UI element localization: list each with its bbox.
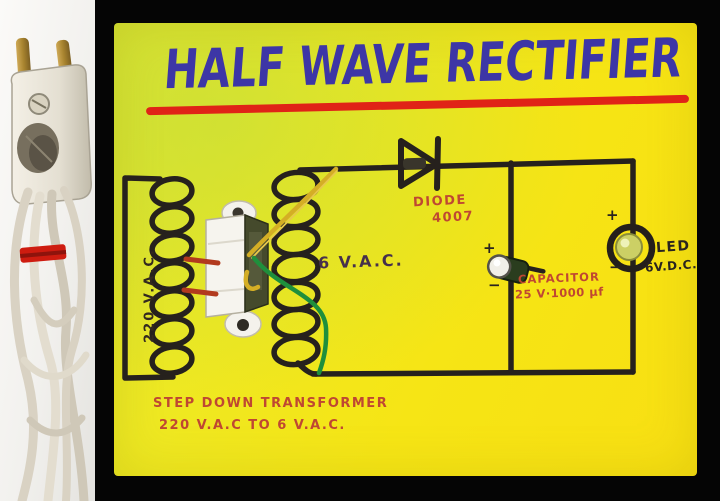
capacitor-label: CAPACITOR: [517, 269, 601, 287]
page-title: HALF WAVE RECTIFIER: [161, 26, 685, 102]
cable-red-band-icon: [19, 244, 67, 263]
yellow-wire-icon: [251, 170, 338, 259]
red-lead-wire-icon: [183, 256, 221, 266]
caption-line1: STEP DOWN TRANSFORMER: [153, 396, 389, 411]
led-plus-sign: +: [606, 206, 619, 224]
led-label: LED: [655, 237, 692, 257]
yellow-wire-icon: [246, 166, 339, 258]
transformer-icon: [205, 200, 269, 338]
capacitor-icon: [486, 254, 546, 284]
wire-primary-loop: [122, 175, 176, 381]
caption-line2: 220 V.A.C TO 6 V.A.C.: [159, 418, 346, 433]
red-lead-wire-icon: [181, 287, 219, 297]
plug-cable-icon: [10, 186, 90, 501]
primary-coil-icon: [149, 176, 195, 376]
secondary-voltage-label: 6 V.A.C.: [317, 250, 404, 273]
plug-body-icon: [10, 64, 92, 205]
power-plug-icon: [10, 37, 92, 501]
led-minus-sign: −: [609, 258, 622, 276]
diode-label: DIODE: [412, 192, 468, 211]
secondary-coil-icon: [271, 169, 321, 368]
wire-secondary-bottom-stub: [295, 360, 319, 377]
wire-top: [297, 158, 636, 173]
diode-symbol-icon: [398, 136, 441, 191]
diode-component-icon: [402, 157, 427, 170]
diode-value-label: 4007: [431, 208, 475, 227]
yellow-wire-hook-icon: [243, 269, 261, 291]
led-icon: [606, 223, 656, 273]
wire-bottom: [310, 369, 636, 377]
capacitor-minus-sign: −: [488, 276, 501, 294]
capacitor-plus-sign: +: [483, 239, 496, 257]
primary-voltage-label: 220 V.A.C.: [142, 248, 158, 343]
green-wire-icon: [251, 255, 329, 376]
